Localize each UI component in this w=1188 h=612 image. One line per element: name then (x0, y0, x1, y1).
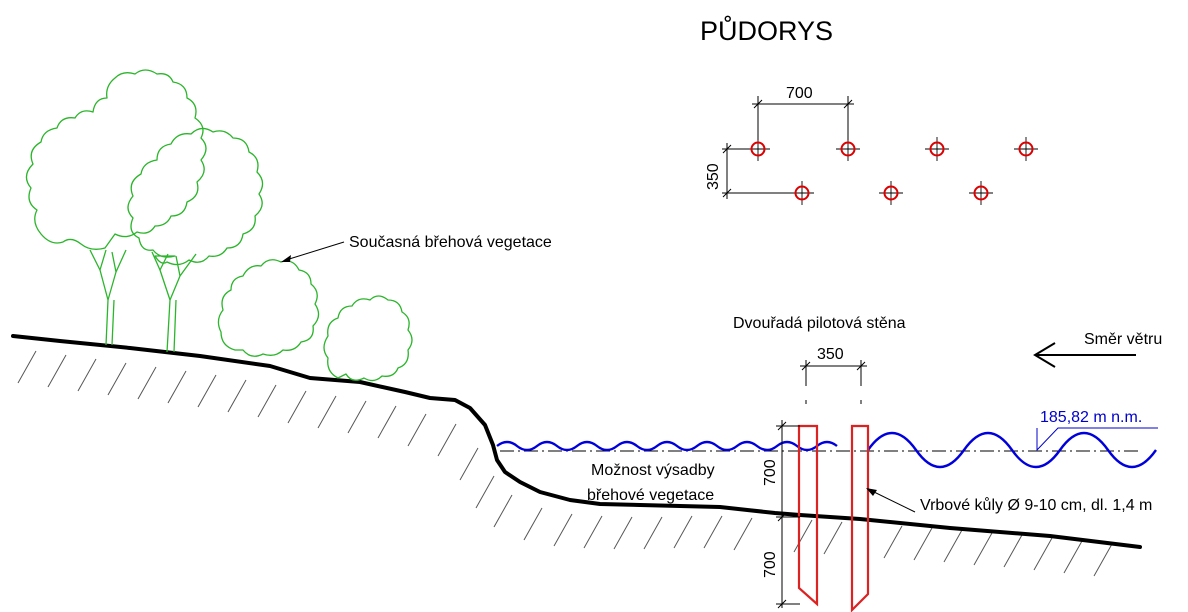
stake-label: Vrbové kůly Ø 9-10 cm, dl. 1,4 m (920, 496, 1152, 514)
bush (323, 295, 413, 382)
stake (850, 424, 870, 612)
pile-marker (925, 137, 949, 161)
ground-profile (11, 334, 1142, 549)
vegetation-callout: Současná břehová vegetace (281, 234, 552, 262)
wind-label: Směr větru (1084, 331, 1162, 348)
riparian-vegetation (25, 69, 413, 382)
pile-marker (879, 181, 903, 205)
plan-view: PŮDORYS 700 350 (700, 14, 1038, 205)
tree-crown (127, 127, 264, 266)
wall-label: Dvouřadá pilotová stěna (733, 315, 906, 332)
tree-crown (25, 69, 207, 250)
plan-dimension-700: 700 (752, 85, 854, 140)
water: 185,82 m n.m. (496, 409, 1158, 468)
pile-marker (746, 137, 770, 161)
water-surface (496, 432, 1157, 468)
stake (797, 424, 819, 607)
pile-marker (790, 181, 814, 205)
wall-dimension-350: 350 (800, 346, 867, 404)
planting-label-line1: Možnost výsadby (591, 462, 715, 479)
soil-hatching (17, 350, 1113, 577)
plan-dimension-350: 350 (705, 143, 790, 199)
stake-dim-upper-label: 700 (762, 459, 779, 486)
planting-label-line2: břehové vegetace (587, 487, 714, 504)
plan-dim-horizontal-label: 700 (786, 85, 813, 102)
bush (217, 259, 320, 357)
wall-dim-label: 350 (817, 346, 844, 363)
plan-title: PŮDORYS (700, 14, 833, 46)
pile-marker (1014, 137, 1038, 161)
vegetation-label: Současná břehová vegetace (349, 234, 552, 251)
willow-stakes (797, 424, 870, 612)
wind-direction: Směr větru (1033, 331, 1162, 368)
stake-dim-lower-label: 700 (762, 551, 779, 578)
stake-dimensions: 700 700 (762, 420, 800, 609)
pile-marker (969, 181, 993, 205)
water-level-label: 185,82 m n.m. (1040, 409, 1142, 426)
pile-marker (836, 137, 860, 161)
tree-trunk (151, 251, 197, 353)
tree-trunk (89, 249, 127, 346)
stake-callout: Vrbové kůly Ø 9-10 cm, dl. 1,4 m (866, 488, 1152, 514)
plan-dim-vertical-label: 350 (705, 163, 722, 190)
